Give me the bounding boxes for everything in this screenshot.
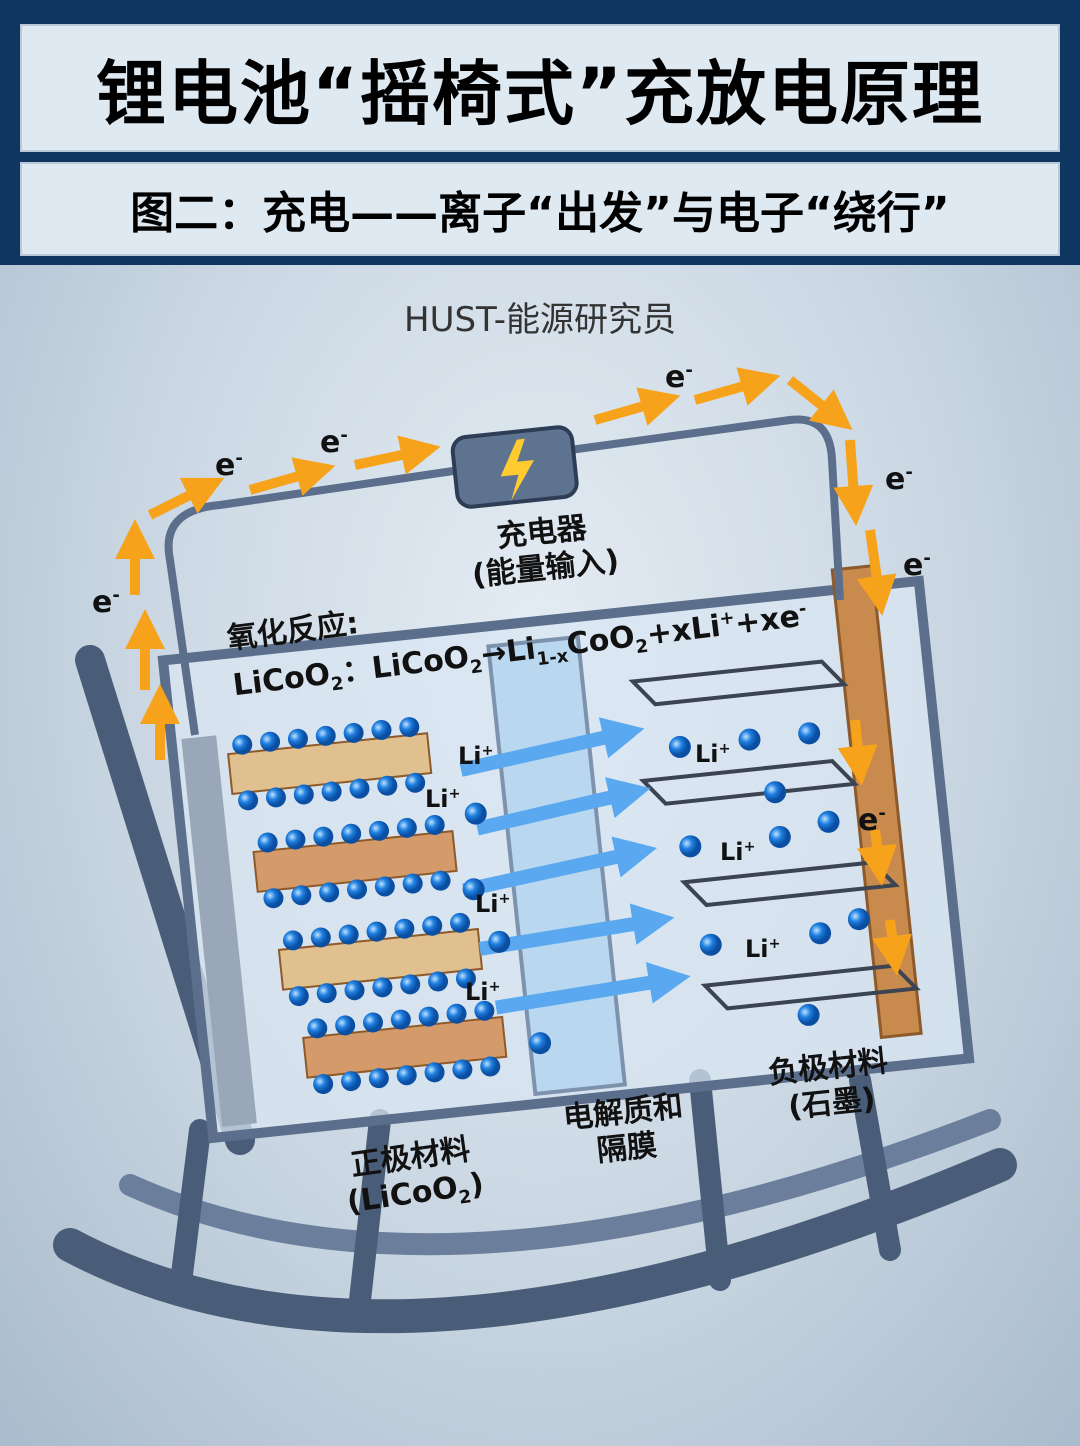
lithium-atom [238, 790, 259, 811]
lithium-atom [450, 912, 471, 933]
lithium-atom [377, 775, 398, 796]
lithium-atom [344, 980, 365, 1001]
lithium-ion-label: Li+ [475, 890, 511, 918]
lithium-atom [310, 927, 331, 948]
lithium-atom [424, 1062, 445, 1083]
cathode-layers [227, 717, 508, 1095]
electron-label: e- [858, 803, 886, 838]
lithium-atom [232, 734, 253, 755]
lithium-atom [446, 1003, 467, 1024]
lithium-ion [488, 930, 511, 953]
lithium-ion-label: Li+ [695, 740, 731, 768]
lithium-atom [293, 784, 314, 805]
lithium-atom [424, 814, 445, 835]
electrolyte-separator-label: 电解质和隔膜 [561, 1088, 685, 1169]
electron-label: e- [215, 448, 243, 483]
lithium-atom [400, 974, 421, 995]
lithium-atom [428, 971, 449, 992]
lithium-atom [319, 882, 340, 903]
lithium-ion [847, 908, 870, 931]
lithium-atom [363, 1012, 384, 1033]
anode-label: 负极材料(石墨) [766, 1043, 890, 1126]
anode-copper-collector [830, 564, 923, 1040]
lithium-atom [285, 829, 306, 850]
lithium-atom [405, 772, 426, 793]
lithium-atom [422, 915, 443, 936]
lithium-ion [529, 1032, 552, 1055]
lithium-atom [291, 885, 312, 906]
electron-label: e- [885, 462, 913, 497]
lithium-ion [464, 802, 487, 825]
lithium-ion [817, 810, 840, 833]
charger [450, 425, 579, 509]
lithium-ion-label: Li+ [465, 978, 501, 1006]
lithium-atom [307, 1018, 328, 1039]
electron-label: e- [903, 548, 931, 583]
lithium-ion-label: Li+ [425, 785, 461, 813]
lithium-atom [260, 731, 281, 752]
lithium-atom [374, 876, 395, 897]
lithium-ion-label: Li+ [458, 742, 494, 770]
lithium-atom [396, 1065, 417, 1086]
lithium-atom [282, 930, 303, 951]
lithium-atom [430, 870, 451, 891]
lithium-atom [338, 924, 359, 945]
page-subtitle: 图二：充电——离子“出发”与电子“绕行” [20, 162, 1060, 256]
lithium-atom [288, 986, 309, 1007]
lithium-atom [257, 832, 278, 853]
lithium-atom [366, 921, 387, 942]
watermark: HUST-能源研究员 [404, 300, 676, 340]
lithium-atom [341, 1071, 362, 1092]
lithium-atom [313, 1074, 334, 1095]
lithium-atom [368, 1068, 389, 1089]
lithium-ion [797, 1003, 820, 1026]
electron-label: e- [92, 585, 120, 620]
lithium-ion [668, 735, 691, 758]
lithium-atom [372, 977, 393, 998]
lithium-atom [452, 1059, 473, 1080]
lithium-atom [349, 778, 370, 799]
lithium-atom [455, 968, 476, 989]
lithium-atom [371, 720, 392, 741]
lithium-atom [265, 787, 286, 808]
lithium-atom [343, 722, 364, 743]
lithium-atom [396, 817, 417, 838]
lithium-atom [474, 1000, 495, 1021]
lithium-atom [347, 879, 368, 900]
lithium-ion [462, 878, 485, 901]
electron-label: e- [320, 425, 348, 460]
lithium-ion [768, 825, 791, 848]
electron-flow-arrows [115, 367, 912, 976]
lightning-icon [500, 438, 535, 501]
lithium-ion [699, 933, 722, 956]
lithium-atom [263, 888, 284, 909]
lithium-ion [809, 922, 832, 945]
lithium-atom [390, 1009, 411, 1030]
ion-flow-arrows [459, 717, 691, 1015]
lithium-atom [321, 781, 342, 802]
lithium-atom [341, 823, 362, 844]
battery-illustration [53, 367, 1017, 1334]
lithium-ion [798, 722, 821, 745]
lithium-ion [764, 781, 787, 804]
electron-label: e- [665, 360, 693, 395]
cathode-collector [181, 735, 257, 1127]
lithium-atom [287, 728, 308, 749]
lithium-atom [399, 717, 420, 738]
lithium-ion [679, 835, 702, 858]
lithium-ion-label: Li+ [745, 935, 781, 963]
lithium-atom [480, 1056, 501, 1077]
page-title: 锂电池“摇椅式”充放电原理 [20, 24, 1060, 152]
lithium-atom [313, 826, 334, 847]
lithium-atom [335, 1015, 356, 1036]
lithium-atom [315, 725, 336, 746]
lithium-atom [316, 983, 337, 1004]
lithium-ion-label: Li+ [720, 838, 756, 866]
lithium-atom [402, 873, 423, 894]
lithium-atom [418, 1006, 439, 1027]
lithium-ion [738, 728, 761, 751]
lithium-atom [369, 820, 390, 841]
lithium-atom [394, 918, 415, 939]
